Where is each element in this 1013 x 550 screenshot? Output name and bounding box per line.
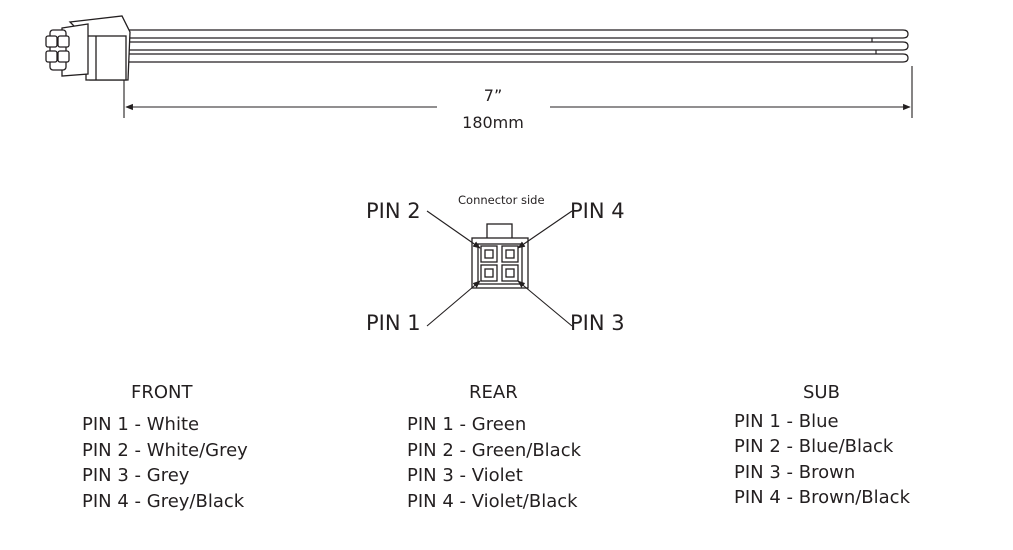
rear-pin-2: PIN 2 - Green/Black	[407, 440, 582, 461]
pin-1-leader	[426, 280, 481, 327]
rear-pin-1: PIN 1 - Green	[407, 414, 527, 435]
sub-heading: SUB	[803, 382, 840, 403]
wire-middle	[126, 41, 909, 51]
connector-face	[471, 223, 529, 289]
front-pin-2: PIN 2 - White/Grey	[82, 440, 248, 461]
plug-housing	[85, 35, 127, 81]
length-millimeters: 180mm	[462, 113, 524, 132]
wire-bottom	[126, 53, 909, 63]
sub-pin-1: PIN 1 - Blue	[734, 411, 839, 432]
pin-2-label: PIN 2	[366, 199, 421, 223]
sub-pin-4: PIN 4 - Brown/Black	[734, 487, 911, 508]
front-heading: FRONT	[131, 382, 193, 403]
rear-heading: REAR	[469, 382, 518, 403]
pin-1-label: PIN 1	[366, 311, 421, 335]
sub-pin-2: PIN 2 - Blue/Black	[734, 436, 894, 457]
sub-pin-3: PIN 3 - Brown	[734, 462, 856, 483]
front-pin-1: PIN 1 - White	[82, 414, 200, 435]
wire-bundle	[126, 29, 909, 63]
rear-pin-3: PIN 3 - Violet	[407, 465, 523, 486]
front-pin-3: PIN 3 - Grey	[82, 465, 190, 486]
rear-pin-4: PIN 4 - Violet/Black	[407, 491, 578, 512]
length-inches: 7”	[483, 86, 503, 105]
pin-3-leader	[517, 280, 573, 327]
connector-plug	[45, 15, 131, 81]
wire-top	[126, 29, 909, 39]
pin-leaders	[426, 210, 573, 327]
front-pin-4: PIN 4 - Grey/Black	[82, 491, 245, 512]
pin-2-leader	[426, 210, 481, 249]
connector-side-caption: Connector side	[458, 193, 545, 207]
pin-4-label: PIN 4	[570, 199, 625, 223]
pin-4-leader	[517, 210, 573, 249]
dimension-line	[123, 66, 913, 118]
pin-3-label: PIN 3	[570, 311, 625, 335]
